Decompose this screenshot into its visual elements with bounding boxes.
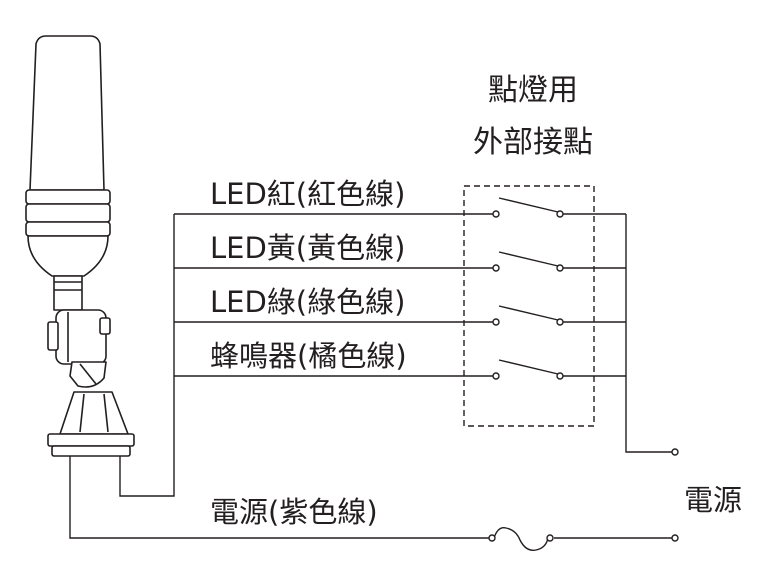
wire-label-green: LED綠(綠色線) bbox=[210, 285, 405, 319]
switch-lever-yellow bbox=[498, 251, 559, 267]
contact-common-wire bbox=[625, 214, 672, 453]
switch-lever-orange bbox=[498, 359, 559, 375]
common-bus-wire bbox=[119, 214, 175, 497]
external-contact-box bbox=[463, 185, 595, 427]
terminal-lower bbox=[671, 534, 679, 542]
contact-box-title-line1: 點燈用 bbox=[488, 73, 578, 108]
wire-label-orange: 蜂鳴器(橘色線) bbox=[210, 339, 407, 373]
wire-label-red: LED紅(紅色線) bbox=[210, 177, 405, 211]
power-source-label: 電源 bbox=[684, 483, 742, 517]
power-wire-label: 電源(紫色線) bbox=[210, 495, 378, 529]
switch-lever-red bbox=[498, 197, 559, 213]
terminal-icon bbox=[671, 448, 679, 542]
fuse-icon bbox=[488, 527, 554, 551]
switch-contact-icon bbox=[492, 197, 564, 380]
wire-purple bbox=[69, 456, 494, 539]
wire-label-yellow: LED黃(黃色線) bbox=[210, 231, 405, 265]
switch-lever-green bbox=[498, 305, 559, 321]
terminal-upper bbox=[671, 448, 679, 456]
signal-tower-lamp-icon bbox=[25, 35, 135, 457]
contact-box-title-line2: 外部接點 bbox=[473, 125, 593, 160]
